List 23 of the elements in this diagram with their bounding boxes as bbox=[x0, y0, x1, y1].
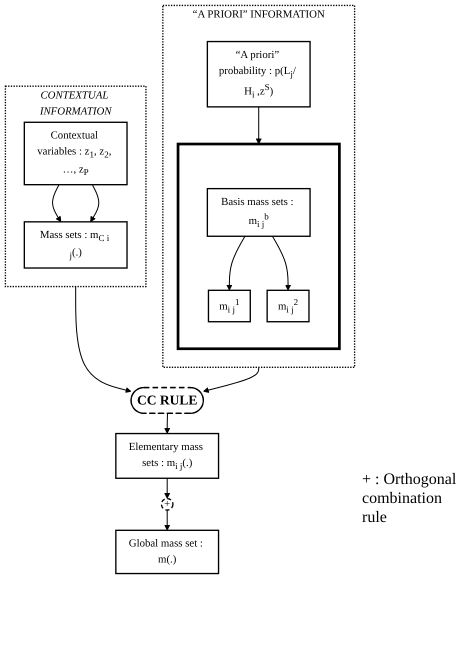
node-box bbox=[206, 188, 311, 237]
cluster bbox=[176, 142, 341, 350]
node-box bbox=[115, 530, 220, 574]
node-box bbox=[206, 40, 311, 108]
node-box bbox=[266, 290, 310, 322]
cluster bbox=[162, 4, 356, 368]
arrow bbox=[164, 478, 170, 499]
arrow bbox=[90, 184, 100, 222]
node-circle bbox=[160, 498, 174, 511]
arrow bbox=[164, 414, 170, 434]
node-box bbox=[115, 432, 220, 479]
cluster bbox=[4, 85, 147, 288]
arrow bbox=[75, 286, 132, 393]
node-box bbox=[208, 290, 251, 322]
arrow bbox=[203, 367, 260, 393]
arrow bbox=[256, 106, 262, 144]
note-text: + : Orthogonal combination rule bbox=[362, 470, 458, 528]
arrow bbox=[272, 236, 292, 291]
node-box bbox=[24, 221, 128, 269]
arrow bbox=[226, 236, 246, 291]
arrow bbox=[164, 510, 170, 531]
node-box bbox=[24, 122, 128, 186]
arrow bbox=[52, 184, 62, 222]
